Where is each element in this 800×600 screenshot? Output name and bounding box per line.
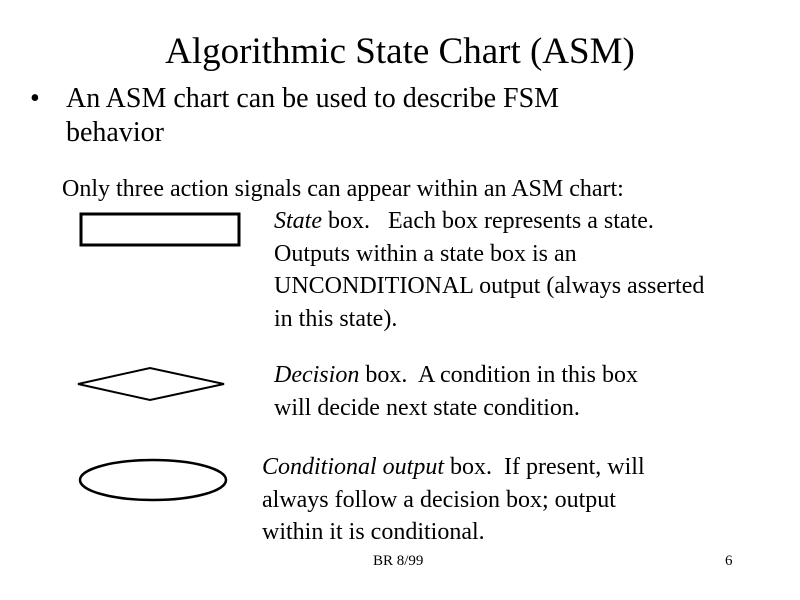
bullet-marker: • xyxy=(30,83,40,114)
state-box-shape xyxy=(79,212,241,247)
desc-line: always follow a decision box; output xyxy=(262,486,616,513)
desc-line: box. A condition in this box xyxy=(359,362,638,388)
bullet-line: An ASM chart can be used to describe FSM xyxy=(66,83,560,114)
desc-line: UNCONDITIONAL output (always asserted xyxy=(274,273,705,299)
desc-line: will decide next state condition. xyxy=(274,394,580,421)
conditional-output-shape xyxy=(78,458,228,502)
decision-term: Decision xyxy=(274,362,360,388)
bullet-text: An ASM chart can be used to describe FSM… xyxy=(66,82,559,150)
state-term: State xyxy=(274,208,322,234)
conditional-term: Conditional output xyxy=(262,454,445,480)
decision-box-shape xyxy=(77,366,225,402)
state-box-description: State box. Each box represents a state. … xyxy=(274,205,704,335)
desc-line: box. Each box represents a state. xyxy=(322,208,654,234)
page-number: 6 xyxy=(725,553,733,569)
footer-author-date: BR 8/99 xyxy=(373,553,424,569)
desc-line: within it is conditional. xyxy=(262,519,485,545)
decision-box-description: Decision box. A condition in this box wi… xyxy=(274,359,638,424)
conditional-box-description: Conditional output box. If present, will… xyxy=(262,451,645,549)
desc-line: box. If present, will xyxy=(444,454,645,480)
intro-text: Only three action signals can appear wit… xyxy=(62,176,624,202)
bullet-line: behavior xyxy=(66,117,164,148)
desc-line: in this state). xyxy=(274,305,398,332)
slide-title: Algorithmic State Chart (ASM) xyxy=(165,31,635,72)
desc-line: Outputs within a state box is an xyxy=(274,240,577,267)
